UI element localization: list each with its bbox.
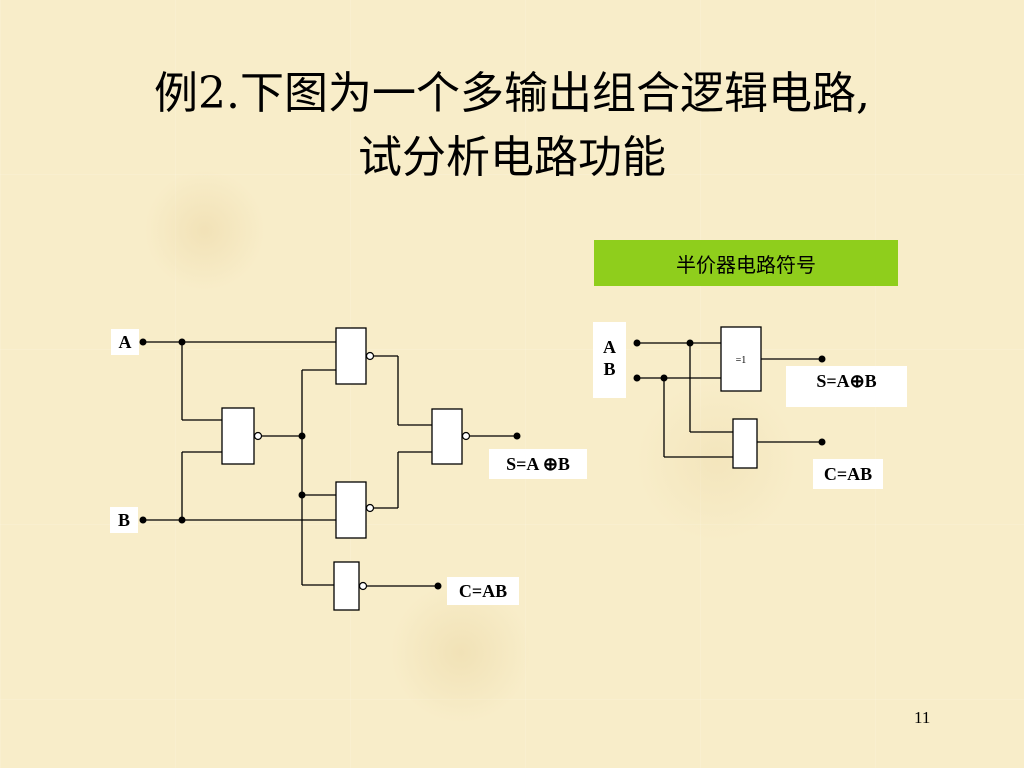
junction-b	[178, 516, 186, 524]
nand-gate-1-bubble	[253, 431, 263, 441]
sym-terminal-s	[818, 355, 826, 363]
nand-gate-3-bubble	[365, 503, 375, 513]
junction-g1-out	[298, 432, 306, 440]
sym-junction-a	[686, 339, 694, 347]
junction-a	[178, 338, 186, 346]
output-s-label: S=A ⊕B	[489, 449, 587, 479]
sym-input-a-label: A	[603, 337, 616, 357]
nand-gate-4	[431, 408, 463, 465]
sym-terminal-b	[633, 374, 641, 382]
xor-gate-label: =1	[736, 355, 747, 366]
output-c-label: C=AB	[447, 577, 519, 605]
half-adder-symbol-heading: 半价器电路符号	[594, 240, 898, 286]
sym-output-s-label: S=A⊕B	[786, 366, 907, 407]
input-a-label: A	[111, 329, 139, 355]
junction-bus	[298, 491, 306, 499]
sym-output-c-label: C=AB	[813, 459, 883, 489]
terminal-b	[139, 516, 147, 524]
and-gate	[732, 418, 758, 469]
terminal-a	[139, 338, 147, 346]
title-line-2: 试分析电路功能	[358, 132, 666, 183]
nand-gate-2-bubble	[365, 351, 375, 361]
page-number: 11	[914, 708, 931, 727]
terminal-c	[434, 582, 442, 590]
slide-title: 例2.下图为一个多输出组合逻辑电路, 试分析电路功能	[0, 62, 1024, 190]
main-circuit	[139, 327, 521, 611]
sym-input-b-label: B	[603, 359, 616, 379]
nand-gate-3	[335, 481, 367, 539]
terminal-s	[513, 432, 521, 440]
nand-gate-5-bubble	[358, 581, 368, 591]
nand-gate-2	[335, 327, 367, 385]
sym-junction-b	[660, 374, 668, 382]
nand-gate-5	[333, 561, 360, 611]
title-line-1: 例2.下图为一个多输出组合逻辑电路,	[154, 68, 870, 119]
nand-gate-4-bubble	[461, 431, 471, 441]
symbol-circuit: =1	[633, 326, 826, 469]
xor-gate	[720, 326, 762, 392]
nand-gate-1	[221, 407, 255, 465]
sym-terminal-c	[818, 438, 826, 446]
sym-inputs-label: A B	[593, 322, 626, 398]
sym-terminal-a	[633, 339, 641, 347]
input-b-label: B	[110, 507, 138, 533]
